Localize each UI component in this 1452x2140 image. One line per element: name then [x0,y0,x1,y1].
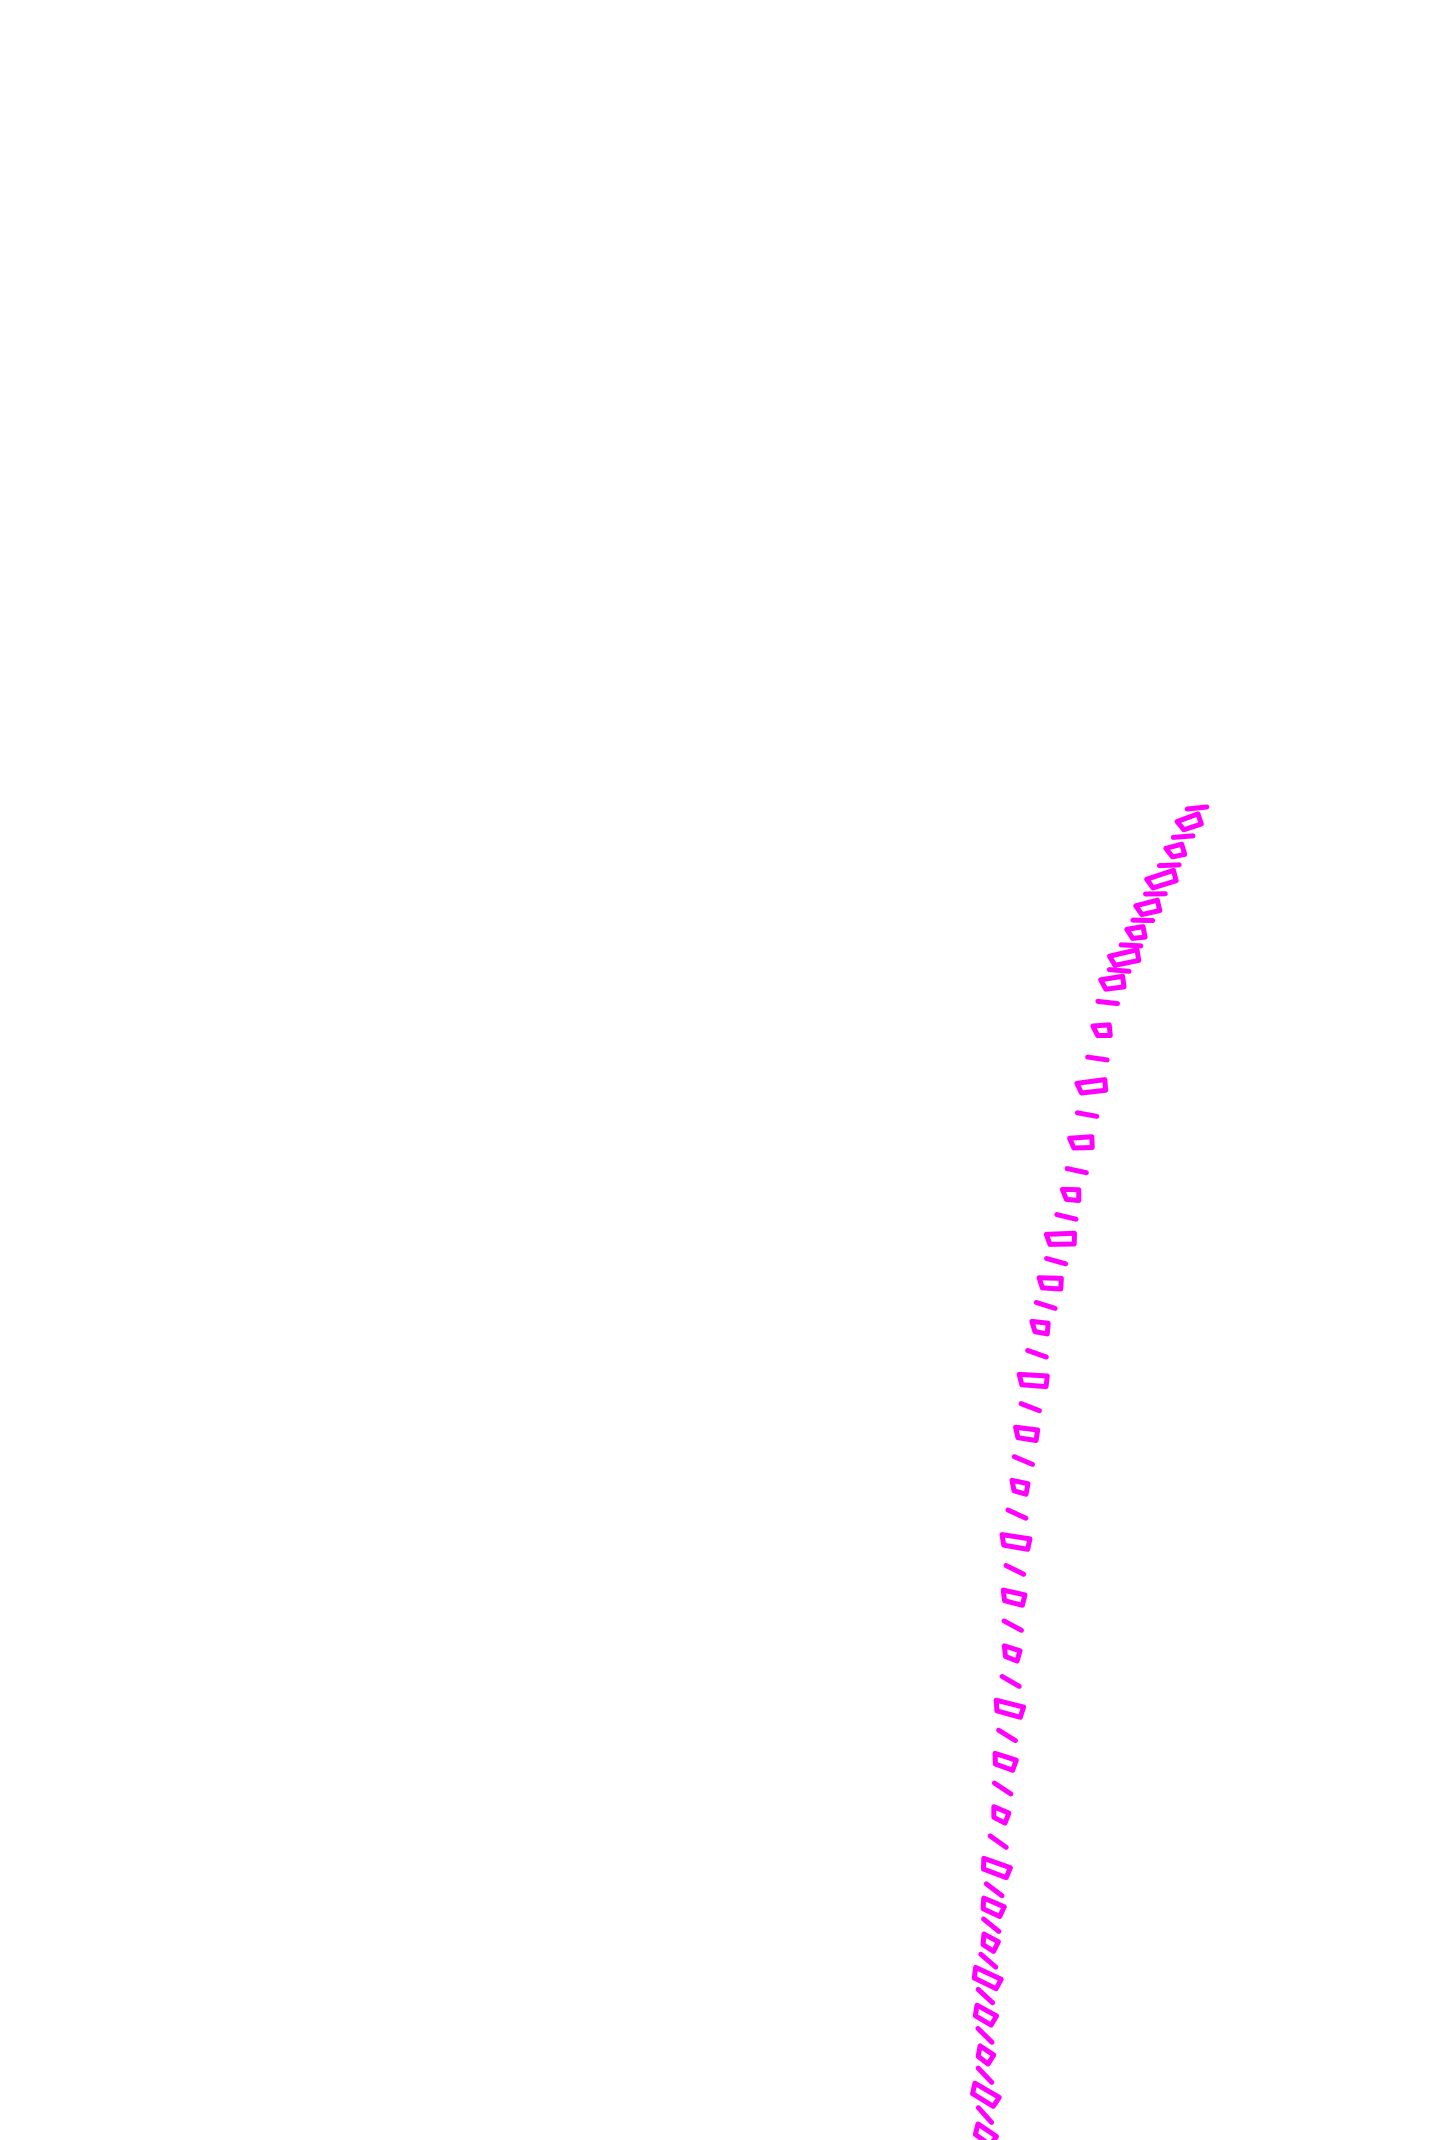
dash-mark [1054,1212,1079,1222]
loop-mark [1163,841,1188,860]
dash-mark [1018,1401,1042,1414]
loop-mark [1000,1587,1028,1608]
loop-mark [970,2080,1002,2109]
dash-mark [991,1780,1014,1797]
loop-mark [1029,1318,1051,1337]
dash-mark [999,1673,1022,1689]
loop-mark [1013,1424,1041,1444]
loop-mark [1144,867,1179,891]
dash-mark [981,1916,1002,1934]
dash-mark [975,2026,995,2045]
loop-mark [1067,1134,1095,1151]
loop-mark [972,2002,1000,2028]
magenta-stroke-marks [970,804,1210,2140]
dash-mark [975,1986,996,2006]
loop-mark [1043,1230,1077,1247]
dash-mark [1033,1299,1058,1311]
loop-mark [1001,1643,1023,1664]
dash-mark [975,2105,995,2125]
loop-mark [1124,924,1148,941]
loop-mark [980,1895,1007,1920]
loop-mark [992,1750,1019,1773]
loop-mark [1098,973,1127,992]
dash-mark [975,2065,995,2085]
dash-mark [987,1833,1009,1850]
dash-mark [996,1727,1018,1744]
dash-mark [1170,833,1196,840]
dash-mark [1184,804,1210,812]
dash-mark [1095,998,1120,1007]
loop-mark [1036,1275,1064,1292]
loop-mark [981,1855,1013,1881]
dash-mark [1130,917,1156,924]
dash-mark [1003,1562,1027,1577]
loop-mark [993,1697,1027,1720]
dash-mark [983,1881,1005,1899]
loop-mark [1059,1186,1082,1203]
loop-mark [1107,947,1142,968]
dash-mark [1106,967,1132,974]
loop-mark [1133,897,1163,918]
dash-mark [1025,1347,1049,1360]
dash-mark [1074,1110,1100,1119]
dash-mark [1064,1166,1089,1176]
loop-mark [1090,1022,1113,1039]
dash-mark [1156,862,1182,869]
loop-mark [1174,811,1204,833]
loop-mark [1009,1477,1031,1497]
dash-mark [1001,1618,1024,1633]
dash-mark [1044,1255,1069,1267]
loop-mark [971,1964,1004,1992]
loop-mark [1016,1371,1050,1390]
loop-mark [991,1804,1012,1826]
loop-mark [999,1532,1033,1552]
loop-mark [980,1931,1001,1954]
dash-mark [1118,942,1144,949]
dash-mark [1143,891,1168,897]
dash-mark [1011,1454,1035,1467]
loop-mark [1074,1077,1109,1096]
dash-mark [1085,1054,1110,1063]
loop-mark [972,2121,999,2140]
loop-mark [975,2043,997,2067]
dash-mark [978,1951,999,1970]
dash-mark [1005,1507,1029,1521]
